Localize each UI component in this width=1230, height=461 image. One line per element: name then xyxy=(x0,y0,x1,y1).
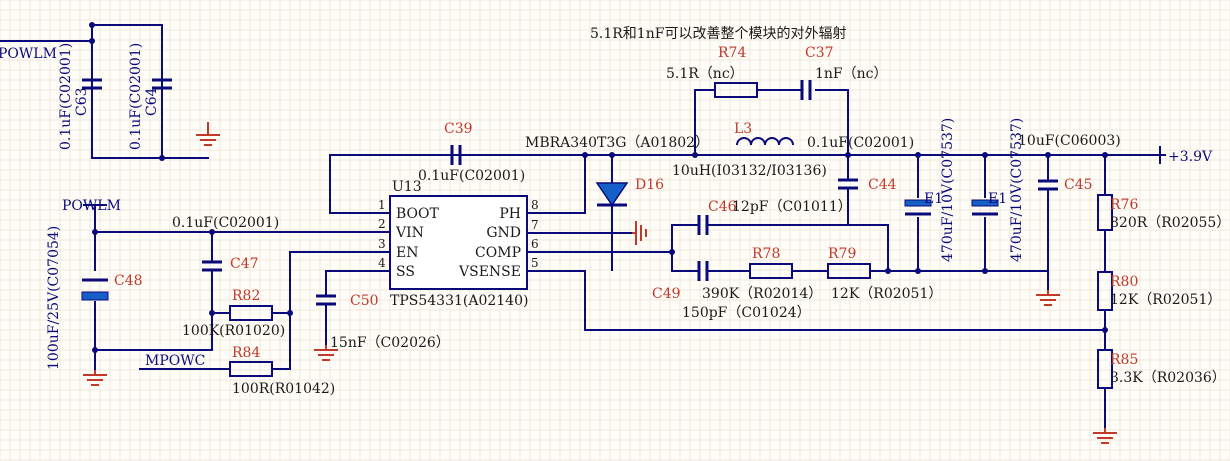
junction-dots xyxy=(89,22,1108,353)
net-label-powlm: POWLM xyxy=(0,46,57,62)
pin-number: 3 xyxy=(378,237,386,251)
value-e1: 470uF/10V(C07537) xyxy=(1009,118,1025,262)
ground-icon xyxy=(632,221,647,245)
designator-r82: R82 xyxy=(232,288,260,304)
pin-name-boot: BOOT xyxy=(396,206,440,222)
value-c45: 10uF(C06003) xyxy=(1018,133,1121,149)
designator-c45: C45 xyxy=(1064,177,1093,193)
net-label-vout: +3.9V xyxy=(1168,149,1213,165)
pin-name-ph: PH xyxy=(499,206,521,222)
pin-number: 2 xyxy=(378,217,386,231)
designator-r76: R76 xyxy=(1110,197,1138,213)
ground-symbols xyxy=(83,122,1117,444)
net-label-powlm: POWLM xyxy=(62,198,121,214)
designator-c64: C64 xyxy=(144,87,160,116)
pin-number: 8 xyxy=(531,198,539,212)
value-e1: 470uF/10V(C07537) xyxy=(940,118,956,262)
ground-icon xyxy=(83,370,107,386)
designator-e1: E1 xyxy=(988,191,1007,207)
pin-name-ss: SS xyxy=(396,264,415,280)
labels: 5.1R和1nF可以改善整个模块的对外辐射 POWLM POWLM MPOWC … xyxy=(0,26,1230,397)
pin-number: 5 xyxy=(531,256,539,270)
value-c64: 0.1uF(C02001) xyxy=(128,43,144,150)
pin-name-en: EN xyxy=(396,245,418,261)
value-r76: 820R（R02055） xyxy=(1110,215,1230,231)
pin-name-comp: COMP xyxy=(475,245,521,261)
designator-r79: R79 xyxy=(828,246,856,262)
pin-number: 4 xyxy=(378,256,386,270)
value-c47: 0.1uF(C02001) xyxy=(172,215,279,231)
designator-r85: R85 xyxy=(1110,352,1138,368)
component-bodies xyxy=(81,78,1113,389)
value-r78: 390K（R02014） xyxy=(702,286,822,302)
pin-number: 1 xyxy=(378,198,386,212)
value-c50: 15nF（C02026） xyxy=(330,335,450,351)
pin-number: 7 xyxy=(531,218,539,232)
designator-l3: L3 xyxy=(734,121,752,137)
design-note: 5.1R和1nF可以改善整个模块的对外辐射 xyxy=(590,26,846,42)
ground-icon xyxy=(1093,428,1117,444)
ic-body xyxy=(389,195,528,290)
value-c39: 0.1uF(C02001) xyxy=(418,168,525,184)
value-c37: 1nF（nc） xyxy=(815,66,888,82)
value-r74: 5.1R（nc） xyxy=(666,66,744,82)
ic-part-number: TPS54331(A02140) xyxy=(390,293,528,309)
net-label-mpowc: MPOWC xyxy=(145,353,205,369)
value-d16: MBRA340T3G（A01802） xyxy=(525,135,709,151)
designator-r80: R80 xyxy=(1110,274,1138,290)
value-c63: 0.1uF(C02001) xyxy=(58,43,74,150)
designator-c44: C44 xyxy=(868,177,897,193)
pin-name-gnd: GND xyxy=(486,225,521,241)
designator-c39: C39 xyxy=(444,121,473,137)
value-r84: 100R(R01042) xyxy=(232,381,335,397)
ground-icon xyxy=(1036,290,1060,306)
designator-c50: C50 xyxy=(350,293,379,309)
designator-c37: C37 xyxy=(805,45,834,61)
ic-designator: U13 xyxy=(392,179,422,195)
value-r79: 12K（R02051） xyxy=(831,286,942,302)
designator-e1: E1 xyxy=(924,191,943,207)
ground-icon xyxy=(314,345,338,361)
designator-d16: D16 xyxy=(635,177,664,193)
value-c49: 150pF（C01024） xyxy=(682,305,811,321)
designator-r84: R84 xyxy=(232,345,260,361)
designator-r78: R78 xyxy=(752,246,780,262)
designator-r74: R74 xyxy=(718,45,746,61)
ic-u13[interactable]: U13 TPS54331(A02140) 1 2 3 4 BOOT VIN EN… xyxy=(359,179,561,309)
ground-icon xyxy=(196,122,220,146)
pin-name-vin: VIN xyxy=(395,225,424,241)
designator-c49: C49 xyxy=(652,286,681,302)
value-l3: 10uH(I03132/I03136) xyxy=(672,163,827,179)
value-r80: 12K（R02051） xyxy=(1110,292,1221,308)
designator-c46: C46 xyxy=(708,199,737,215)
value-r82: 100K(R01020) xyxy=(182,323,285,339)
value-c48: 100uF/25V(C07054) xyxy=(46,226,62,370)
wires xyxy=(0,24,1166,429)
designator-c48: C48 xyxy=(114,273,143,289)
designator-c47: C47 xyxy=(230,256,259,272)
pin-name-vsense: VSENSE xyxy=(458,264,521,280)
designator-c63: C63 xyxy=(74,87,90,116)
value-r85: 3.3K（R02036） xyxy=(1110,370,1226,386)
pin-number: 6 xyxy=(531,237,539,251)
value-c44: 0.1uF(C02001) xyxy=(807,135,914,151)
value-c46: 12pF（C01011） xyxy=(732,199,852,215)
